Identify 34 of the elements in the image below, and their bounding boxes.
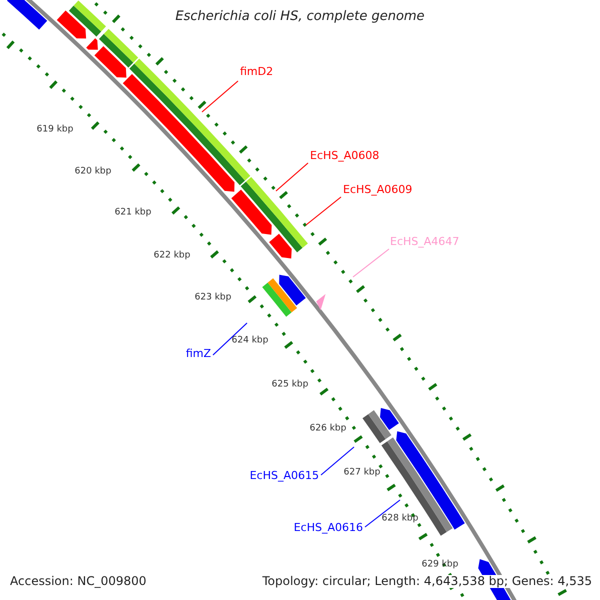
leader-line <box>320 446 354 476</box>
gene-label: EcHS_A0608 <box>310 149 380 162</box>
leader-line <box>306 196 342 226</box>
title: Escherichia coli HS, complete genome <box>174 10 426 23</box>
tick-label: 619 kbp <box>36 124 74 136</box>
gene-label: EcHS_A4647 <box>390 235 460 248</box>
tick-label: 623 kbp <box>194 292 232 304</box>
gene-segment <box>231 190 272 235</box>
tick-label: 627 kbp <box>344 468 380 478</box>
tick-label: 628 kbp <box>382 514 418 524</box>
accession-text: Accession: NC_009800 <box>10 575 146 588</box>
tick-label: 621 kbp <box>114 208 152 218</box>
gene-label: EcHS_A0609 <box>343 183 412 196</box>
gene-bar <box>262 278 298 317</box>
gene-label: EcHS_A0616 <box>294 521 363 534</box>
gene-label: fimZ <box>186 347 211 360</box>
genome-info-text: Topology: circular; Length: 4,643,538 bp; Genes: 4,535 <box>262 575 592 588</box>
leader-line <box>276 162 308 192</box>
tick-label: 624 kbp <box>232 336 268 346</box>
gene-segment <box>269 234 292 258</box>
tick-label: 622 kbp <box>154 250 190 262</box>
gene-segment <box>122 74 234 192</box>
gene-label: fimD2 <box>240 65 274 78</box>
gene-label: EcHS_A0615 <box>250 469 319 482</box>
gene-triangle <box>316 294 326 310</box>
leader-line <box>202 80 238 112</box>
tick-label: 626 kbp <box>310 424 346 434</box>
tick-label: 620 kbp <box>74 166 112 178</box>
leader-line <box>352 248 390 278</box>
leader-line <box>364 500 400 528</box>
gene-segment <box>380 408 399 430</box>
leader-line <box>212 322 248 356</box>
tick-label: 629 kbp <box>422 560 458 570</box>
tick-label: 625 kbp <box>272 380 308 390</box>
